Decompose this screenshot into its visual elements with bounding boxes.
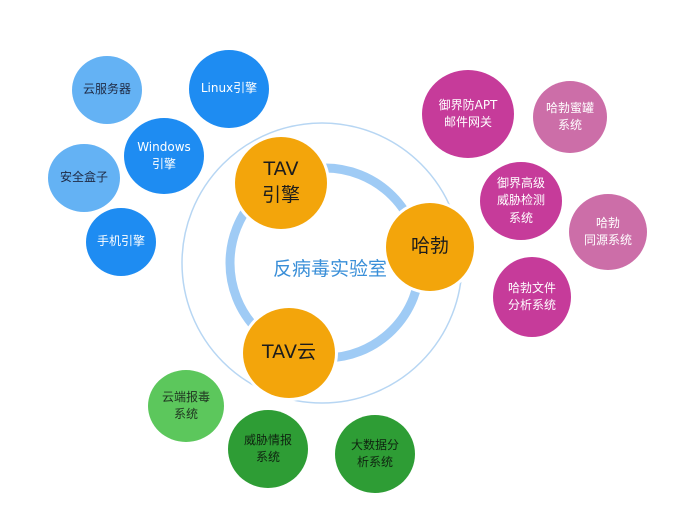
node-mobile-engine: 手机引擎 bbox=[86, 208, 156, 276]
node-label: 御界高级 bbox=[496, 175, 545, 190]
node-label: Linux引擎 bbox=[200, 81, 258, 96]
node-label: 大数据分 bbox=[350, 437, 399, 452]
node-label: 分析系统 bbox=[507, 298, 556, 312]
node-label: 系统 bbox=[255, 450, 280, 464]
node-honeypot: 哈勃蜜罐 系统 bbox=[533, 81, 607, 153]
core-tav-engine: TAV 引擎 bbox=[235, 137, 327, 229]
node-label: 安全盒子 bbox=[59, 170, 108, 185]
node-label: 云端报毒 bbox=[161, 389, 210, 404]
node-label: Windows bbox=[137, 139, 191, 154]
node-label: 系统 bbox=[557, 118, 582, 132]
node-mail-gateway: 御界防APT 邮件网关 bbox=[422, 70, 514, 158]
node-security-box: 安全盒子 bbox=[48, 144, 120, 212]
node-big-data: 大数据分 析系统 bbox=[335, 415, 415, 493]
node-windows-engine: Windows 引擎 bbox=[124, 118, 204, 194]
node-label: 系统 bbox=[173, 407, 198, 421]
lab-title: 反病毒实验室 bbox=[272, 258, 387, 280]
node-label: 哈勃蜜罐 bbox=[545, 100, 594, 115]
node-label: 析系统 bbox=[356, 455, 393, 469]
node-label: 同源系统 bbox=[583, 233, 632, 247]
node-label: 系统 bbox=[508, 210, 533, 225]
node-label: 邮件网关 bbox=[443, 115, 492, 129]
core-label: TAV云 bbox=[262, 341, 316, 364]
node-homology: 哈勃 同源系统 bbox=[569, 194, 647, 270]
node-threat-intel: 威胁情报 系统 bbox=[228, 410, 308, 488]
node-label: 御界防APT bbox=[438, 97, 498, 112]
node-label: 哈勃 bbox=[595, 215, 620, 230]
core-habo: 哈勃 bbox=[386, 203, 474, 291]
core-label: TAV bbox=[263, 158, 299, 181]
node-label: 威胁情报 bbox=[243, 432, 292, 447]
node-label: 云服务器 bbox=[82, 82, 131, 97]
node-cloud-report: 云端报毒 系统 bbox=[148, 370, 224, 442]
node-linux-engine: Linux引擎 bbox=[189, 50, 269, 128]
core-tav-cloud: TAV云 bbox=[243, 308, 335, 398]
core-label: 哈勃 bbox=[410, 235, 449, 258]
node-label: 威胁检测 bbox=[496, 193, 545, 208]
node-cloud-server: 云服务器 bbox=[72, 56, 142, 124]
node-label: 引擎 bbox=[151, 157, 176, 171]
node-label: 哈勃文件 bbox=[507, 280, 556, 295]
node-label: 手机引擎 bbox=[96, 234, 145, 249]
node-file-analysis: 哈勃文件 分析系统 bbox=[493, 257, 571, 337]
core-label: 引擎 bbox=[261, 184, 300, 206]
node-advanced-threat: 御界高级 威胁检测 系统 bbox=[480, 162, 562, 240]
